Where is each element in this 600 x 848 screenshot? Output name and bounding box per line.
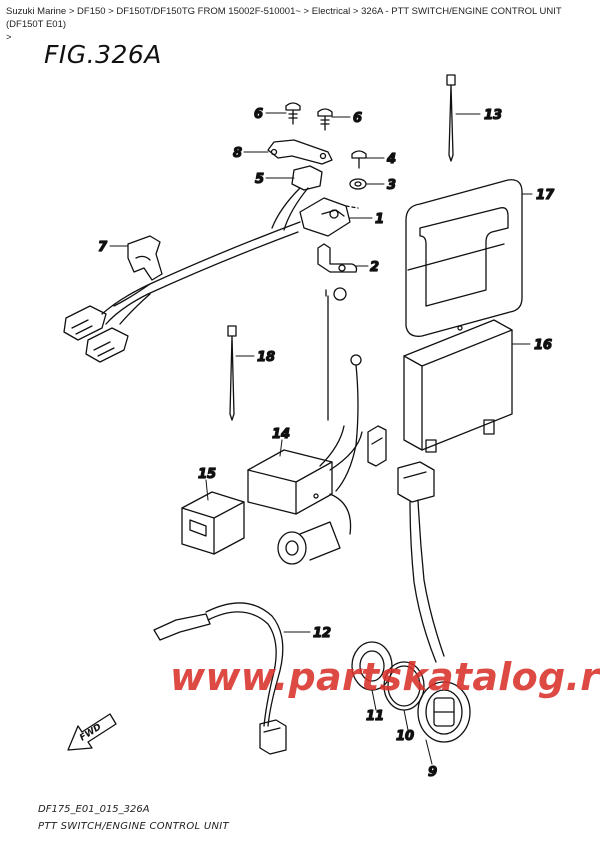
cable-tie-18[interactable] [227,325,237,421]
breadcrumb-item-electrical[interactable]: Electrical [311,6,351,17]
switch-5[interactable] [271,165,323,231]
callout-16: 16 [534,338,552,353]
breadcrumb-item-current: 326A - PTT SWITCH/ENGINE CONTROL UNIT (D… [6,6,562,30]
connector-relay[interactable] [367,425,387,467]
round-plug[interactable] [277,521,341,565]
screw-6-left[interactable] [285,102,301,125]
screw-4[interactable] [351,150,367,169]
callout-7: 7 [98,240,108,255]
washer-3[interactable] [349,178,367,190]
callout-14: 14 [272,427,290,442]
connector-pair[interactable] [63,305,129,363]
callout-8: 8 [233,146,242,161]
breadcrumb-separator: > [66,6,78,17]
clamp-7[interactable] [127,235,163,281]
relay-14[interactable] [247,425,363,535]
callout-11: 11 [366,709,384,724]
callout-15: 15 [198,467,216,482]
callout-6-left: 6 [254,107,263,122]
ecu-16[interactable] [403,319,513,453]
lever-2[interactable] [317,243,358,273]
watermark: www.partskatalog.ru [170,655,600,699]
callout-1: 1 [375,212,384,227]
breadcrumb-separator: > [300,6,312,17]
callout-12: 12 [313,626,331,641]
breadcrumb-separator: > [350,6,362,17]
callout-2: 2 [370,260,379,275]
breadcrumb: Suzuki Marine > DF150 > DF150T/DF150TG F… [6,5,594,44]
callout-9: 9 [428,765,437,780]
figure-code: DF175_E01_015_326A [38,804,150,815]
figure-title: FIG.326A [44,40,162,69]
breadcrumb-separator: > [105,6,117,17]
callout-4: 4 [386,152,396,167]
block-15[interactable] [181,491,245,555]
callout-3: 3 [387,178,396,193]
callout-5: 5 [255,172,264,187]
figure-caption: PTT SWITCH/ENGINE CONTROL UNIT [38,821,229,832]
cover-17[interactable] [405,179,523,337]
sensor-1[interactable] [299,197,359,237]
ptt-switch-9[interactable] [417,681,471,743]
breadcrumb-item-model[interactable]: DF150T/DF150TG FROM 15002F-510001~ [116,6,301,17]
fwd-arrow-icon [67,713,117,751]
ecu-connector-harness[interactable] [397,461,445,663]
leader-lines [109,112,533,765]
callout-17: 17 [536,188,555,203]
callout-13: 13 [484,108,502,123]
callout-6-right: 6 [353,111,362,126]
breadcrumb-item-df150[interactable]: DF150 [77,6,106,17]
callout-10: 10 [396,729,414,744]
breadcrumb-item-suzuki-marine[interactable]: Suzuki Marine [6,6,67,17]
bracket-8[interactable] [267,139,333,165]
wire-harness[interactable] [101,221,301,325]
callout-18: 18 [257,350,275,365]
trim-harness-12[interactable] [153,602,287,755]
breadcrumb-trailing: > [6,32,12,43]
screw-6-right[interactable] [317,108,333,131]
cable-tie-13[interactable] [446,74,456,162]
